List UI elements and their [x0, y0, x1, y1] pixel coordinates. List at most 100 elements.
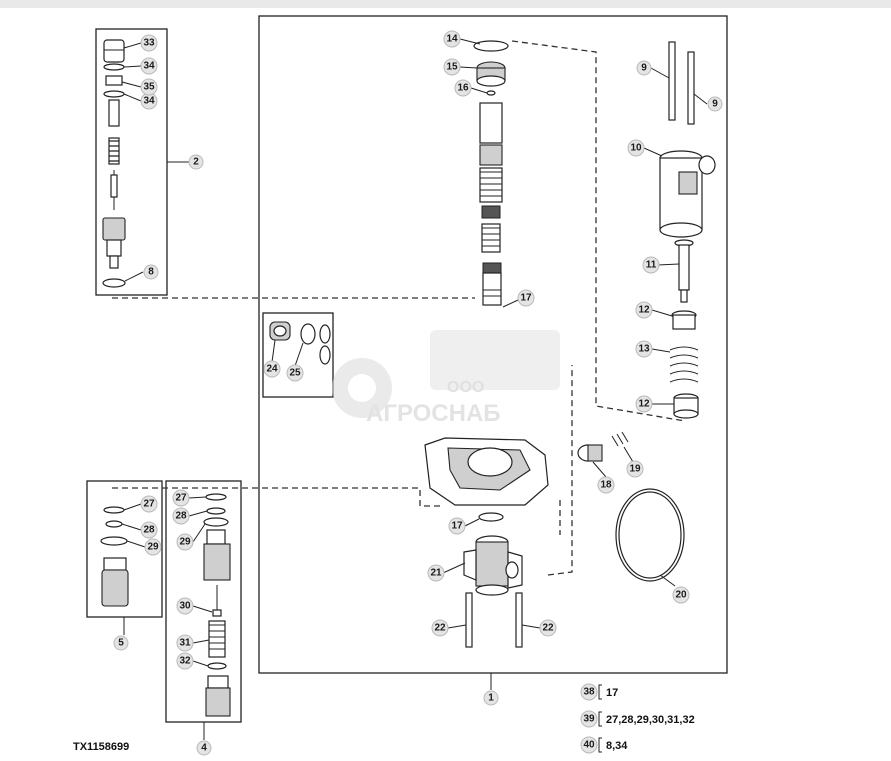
callout: 28 — [172, 507, 190, 525]
svg-text:9: 9 — [641, 63, 647, 74]
callout: 16 — [454, 79, 472, 97]
svg-text:31: 31 — [179, 638, 191, 649]
callout: 34 — [140, 57, 158, 75]
figure-id: TX1158699 — [73, 741, 129, 753]
callout: 30 — [176, 597, 194, 615]
svg-text:19: 19 — [629, 464, 641, 475]
svg-text:12: 12 — [638, 305, 650, 316]
svg-text:14: 14 — [446, 34, 458, 45]
legend-row: 39 27,28,29,30,31,32 — [580, 710, 695, 728]
callout: 21 — [427, 564, 445, 582]
svg-text:17: 17 — [451, 521, 463, 532]
callout: 28 — [140, 521, 158, 539]
callout: 35 — [140, 78, 158, 96]
assembly-5-parts — [100, 506, 129, 607]
svg-text:5: 5 — [118, 638, 124, 649]
legend-items: 8,34 — [606, 740, 628, 752]
legend-code: 39 — [583, 714, 595, 725]
callout: 13 — [635, 340, 653, 358]
svg-text:27: 27 — [143, 499, 155, 510]
callout: 9 — [636, 60, 652, 76]
callout: 17 — [448, 517, 466, 535]
svg-text:34: 34 — [143, 61, 155, 72]
svg-text:33: 33 — [143, 38, 155, 49]
svg-text:30: 30 — [179, 601, 191, 612]
top-bar — [0, 0, 891, 8]
callout: 8 — [143, 264, 159, 280]
svg-text:32: 32 — [179, 656, 191, 667]
callout: 31 — [176, 634, 194, 652]
callout: 15 — [443, 58, 461, 76]
svg-text:25: 25 — [289, 368, 301, 379]
svg-text:21: 21 — [430, 568, 442, 579]
plunger-column-parts — [473, 40, 509, 306]
right-column-parts — [659, 41, 716, 419]
svg-text:22: 22 — [434, 623, 446, 634]
svg-text:10: 10 — [630, 143, 642, 154]
watermark: ООО АГРОСНАБ — [332, 330, 560, 427]
dashed-link-21-18 — [547, 365, 573, 576]
svg-text:20: 20 — [675, 590, 687, 601]
callout: 32 — [176, 652, 194, 670]
callout: 11 — [642, 256, 660, 274]
pump-body — [424, 437, 549, 506]
svg-text:12: 12 — [638, 399, 650, 410]
callout: 24 — [263, 360, 281, 378]
legend-row: 40 8,34 — [580, 736, 628, 754]
legend-row: 38 17 — [580, 683, 618, 701]
callout: 22 — [539, 619, 557, 637]
svg-text:27: 27 — [175, 493, 187, 504]
callouts: 1 2 4 5 8 9 9 10 11 12 12 13 14 15 16 17… — [113, 30, 723, 756]
callout: 20 — [672, 586, 690, 604]
callout: 27 — [172, 489, 190, 507]
svg-text:8: 8 — [148, 267, 154, 278]
svg-text:24: 24 — [266, 364, 278, 375]
svg-text:29: 29 — [147, 542, 159, 553]
svg-text:28: 28 — [143, 525, 155, 536]
legend-code: 40 — [583, 740, 595, 751]
legend-items: 17 — [606, 687, 618, 699]
dashed-link-27-body — [112, 487, 440, 507]
svg-text:1: 1 — [488, 693, 494, 704]
lower-center-parts — [463, 431, 685, 648]
callout: 22 — [431, 619, 449, 637]
svg-text:17: 17 — [520, 293, 532, 304]
svg-text:35: 35 — [143, 82, 155, 93]
callout: 29 — [176, 533, 194, 551]
svg-text:15: 15 — [446, 62, 458, 73]
callout: 1 — [483, 690, 499, 706]
svg-text:9: 9 — [712, 99, 718, 110]
svg-text:2: 2 — [193, 157, 199, 168]
legend: 38 17 39 27,28,29,30,31,32 40 8,34 — [580, 683, 695, 754]
callout: 29 — [144, 538, 162, 556]
svg-text:29: 29 — [179, 537, 191, 548]
callout: 25 — [286, 364, 304, 382]
watermark-company: АГРОСНАБ — [366, 400, 501, 427]
inset-parts — [269, 321, 331, 365]
callout: 10 — [627, 139, 645, 157]
svg-text:18: 18 — [600, 480, 612, 491]
dashed-link-14-12 — [511, 40, 686, 422]
main-assembly-frame — [258, 15, 728, 674]
callout: 12 — [635, 301, 653, 319]
callout: 17 — [517, 289, 535, 307]
svg-text:11: 11 — [646, 260, 657, 271]
callout: 19 — [626, 460, 644, 478]
callout: 14 — [443, 30, 461, 48]
callout: 33 — [140, 34, 158, 52]
svg-text:16: 16 — [457, 83, 469, 94]
callout: 5 — [113, 635, 129, 651]
svg-text:28: 28 — [175, 511, 187, 522]
callout: 18 — [597, 476, 615, 494]
svg-text:22: 22 — [542, 623, 554, 634]
inset-24-25-frame — [262, 312, 334, 398]
callout: 9 — [707, 96, 723, 112]
svg-text:13: 13 — [638, 344, 650, 355]
assembly-4-parts — [203, 493, 231, 717]
watermark-prefix: ООО — [447, 379, 484, 396]
callout: 4 — [196, 740, 212, 756]
leader-lines — [121, 38, 708, 740]
legend-code: 38 — [583, 687, 595, 698]
